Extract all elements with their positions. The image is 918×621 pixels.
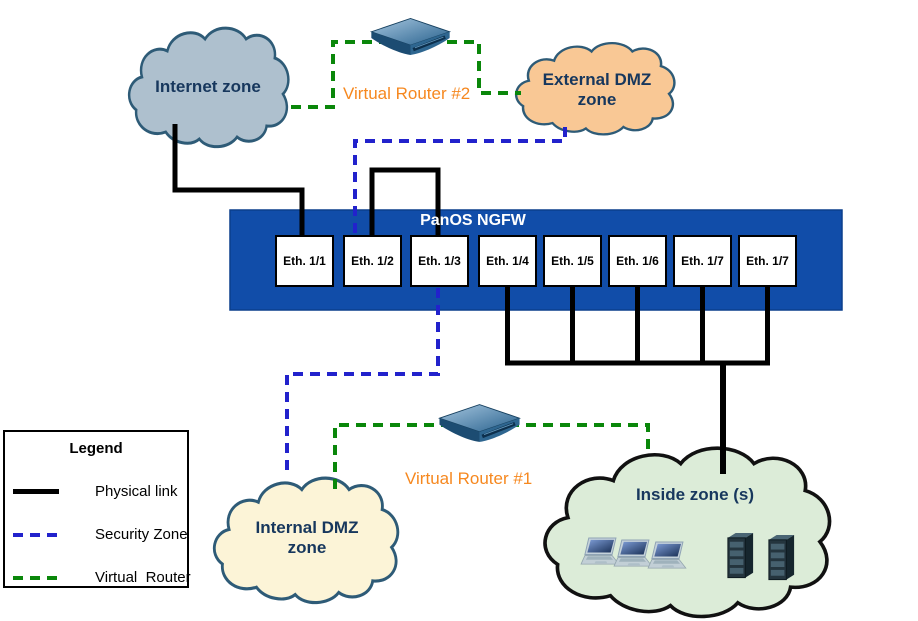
external-dmz-zone-label: External DMZ zone — [542, 70, 652, 109]
physical-link-sample-line — [13, 489, 59, 494]
physical-link-eth1-2-eth1-3-hairpin — [369, 167, 441, 236]
server-icon — [768, 534, 795, 581]
port-label-eth-1-5: Eth. 1/5 — [551, 254, 594, 268]
port-eth-1-4 — [478, 235, 537, 287]
inside-zone-cloud — [543, 446, 832, 619]
port-eth-1-6 — [608, 235, 667, 287]
security-zone-sample-line — [13, 532, 59, 537]
inside-zone-label: Inside zone (s) — [635, 485, 755, 504]
security-zone-line-internal-dmz — [285, 288, 440, 476]
legend-item-virtual-router: Virtual Router — [13, 569, 191, 586]
legend-title: Legend — [69, 440, 123, 457]
virtual-router-2-label: Virtual Router #2 — [343, 84, 471, 103]
port-label-eth-1-4: Eth. 1/4 — [486, 254, 529, 268]
legend-label: Security Zone — [95, 526, 188, 543]
legend-box: Legend Physical link Security Zone Virtu… — [3, 430, 191, 588]
internet-zone-label: Internet zone — [155, 77, 261, 96]
port-eth-1-7b — [738, 235, 797, 287]
port-label-eth-1-6: Eth. 1/6 — [616, 254, 659, 268]
legend-item-physical-link: Physical link — [13, 483, 187, 500]
legend-item-security-zone: Security Zone — [13, 526, 188, 543]
virtual-router-sample-line — [13, 575, 59, 580]
virtual-router1-line — [333, 423, 650, 489]
port-label-eth-1-3: Eth. 1/3 — [418, 254, 461, 268]
internal-dmz-zone-label: Internal DMZ zone — [255, 518, 359, 557]
port-label-eth-1-7: Eth. 1/7 — [681, 254, 724, 268]
port-eth-1-3 — [410, 235, 469, 287]
server-icon — [727, 532, 754, 579]
port-eth-1-7 — [673, 235, 732, 287]
router-icon-vr2 — [369, 16, 452, 57]
physical-link-internet-eth1-1 — [172, 124, 305, 236]
legend-label: Virtual Router — [95, 569, 191, 586]
security-zone-line-external-dmz — [353, 127, 567, 237]
port-eth-1-1 — [275, 235, 334, 287]
port-label-eth-1-2: Eth. 1/2 — [351, 254, 394, 268]
port-eth-1-2 — [343, 235, 402, 287]
port-label-eth-1-7b: Eth. 1/7 — [746, 254, 789, 268]
virtual-router-1-label: Virtual Router #1 — [405, 469, 533, 488]
port-label-eth-1-1: Eth. 1/1 — [283, 254, 326, 268]
router-icon-vr1 — [437, 402, 522, 444]
firewall-title: PanOS NGFW — [420, 212, 526, 229]
port-eth-1-5 — [543, 235, 602, 287]
legend-label: Physical link — [95, 483, 178, 500]
